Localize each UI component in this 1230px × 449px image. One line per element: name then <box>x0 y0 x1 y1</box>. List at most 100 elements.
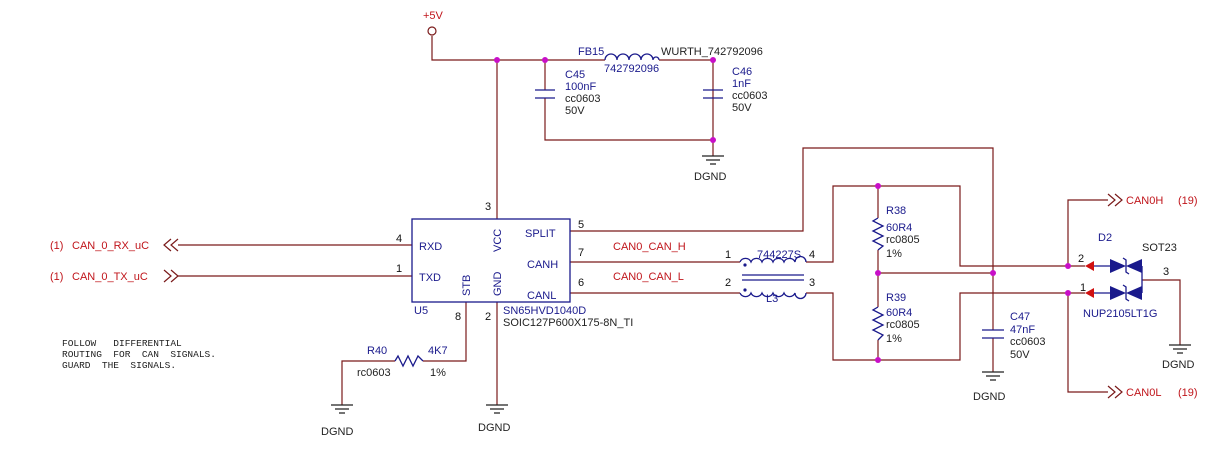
c45-ref: C45 <box>565 69 585 81</box>
u5-footprint: SOIC127P600X175-8N_TI <box>503 317 633 329</box>
junction-dot <box>875 357 881 363</box>
canl-bus-wire <box>806 292 1085 361</box>
r39-value: 60R4 <box>886 307 912 319</box>
u5-pin-rxd-name: RXD <box>419 241 442 253</box>
r40-value: 4K7 <box>428 345 448 357</box>
ground-label: DGND <box>321 426 353 438</box>
d2-ref: D2 <box>1098 232 1112 244</box>
l3-pin-3: 3 <box>809 277 815 289</box>
u5-pin-txd-num: 1 <box>396 263 402 275</box>
port-can0h: CAN0H (19) <box>1107 193 1198 207</box>
ic-u5: RXD TXD SPLIT CANH CANL VCC STB GND 4 1 … <box>396 201 633 329</box>
port-tx: (1) CAN_0_TX_uC <box>50 269 179 283</box>
resistor-r40: R40 4K7 rc0603 1% <box>357 345 448 379</box>
design-note: FOLLOW DIFFERENTIAL ROUTING FOR CAN SIGN… <box>62 338 216 371</box>
l3-ref: L3 <box>766 293 778 305</box>
resistor-r38: R38 60R4 rc0805 1% <box>871 205 920 260</box>
junction-dot <box>1065 263 1071 269</box>
u5-ref: U5 <box>414 305 428 317</box>
d2-gnd-wire <box>1142 279 1181 345</box>
port-can0l-sheet: (19) <box>1178 387 1198 399</box>
u5-pin-vcc-name: VCC <box>492 229 504 252</box>
r39-ref: R39 <box>886 292 906 304</box>
r40-tolerance: 1% <box>430 367 446 379</box>
junction-dot <box>875 270 881 276</box>
r40-package: rc0603 <box>357 367 391 379</box>
r39-tolerance: 1% <box>886 333 902 345</box>
junction-dot <box>542 57 548 63</box>
junctions <box>494 57 1071 363</box>
ground-symbol-u5: DGND <box>478 404 510 434</box>
note-line-1: FOLLOW DIFFERENTIAL <box>62 338 182 349</box>
junction-dot <box>990 270 996 276</box>
l3-pin-4: 4 <box>809 249 815 261</box>
canh-bus-wire <box>806 185 1085 267</box>
r38-value: 60R4 <box>886 222 912 234</box>
fb15-value: 742792096 <box>604 63 659 75</box>
u5-pin-gnd-num: 2 <box>485 311 491 323</box>
net-label-can-l: CAN0_CAN_L <box>613 271 684 283</box>
junction-dot <box>710 57 716 63</box>
port-can0l-name: CAN0L <box>1126 387 1161 399</box>
capacitor-c47: C47 47nF cc0603 50V <box>982 311 1045 361</box>
c47-ref: C47 <box>1010 311 1030 323</box>
ground-label: DGND <box>694 171 726 183</box>
l3-pin-2: 2 <box>725 277 731 289</box>
note-line-3: GUARD THE SIGNALS. <box>62 360 176 371</box>
note-line-2: ROUTING FOR CAN SIGNALS. <box>62 349 216 360</box>
resistor-r39: R39 60R4 rc0805 1% <box>871 292 920 345</box>
c47-package: cc0603 <box>1010 336 1045 348</box>
common-mode-choke-l3: 744227S L3 1 4 2 3 <box>725 249 815 305</box>
c47-voltage: 50V <box>1010 349 1030 361</box>
fb15-part: WURTH_742792096 <box>661 46 763 58</box>
d2-pin-1: 1 <box>1080 282 1086 294</box>
u5-pin-split-num: 5 <box>578 219 584 231</box>
split-wire <box>570 147 994 262</box>
u5-pin-canh-num: 7 <box>578 247 584 259</box>
ground-label: DGND <box>1162 359 1194 371</box>
u5-pin-vcc-num: 3 <box>485 201 491 213</box>
c45-bottom-wire <box>544 98 713 141</box>
ground-label: DGND <box>478 422 510 434</box>
ground-symbol-c47: DGND <box>973 371 1005 403</box>
port-can0l: CAN0L (19) <box>1107 385 1198 399</box>
junction-dot <box>710 137 716 143</box>
port-tx-name: CAN_0_TX_uC <box>72 271 148 283</box>
r38-package: rc0805 <box>886 234 920 246</box>
u5-pin-canh-name: CANH <box>527 259 558 271</box>
stb-wire <box>423 302 467 362</box>
capacitor-c46: C46 1nF cc0603 50V <box>703 66 767 114</box>
junction-dot <box>1065 290 1071 296</box>
d2-part: NUP2105LT1G <box>1083 308 1157 320</box>
vcc-filtered-wire <box>659 59 714 140</box>
u5-pin-stb-name: STB <box>461 275 473 296</box>
wires <box>178 36 1181 405</box>
port-rx: (1) CAN_0_RX_uC <box>50 238 179 252</box>
c46-value: 1nF <box>732 78 751 90</box>
l3-value: 744227S <box>757 249 801 261</box>
c47-value: 47nF <box>1010 324 1035 336</box>
r39-package: rc0805 <box>886 319 920 331</box>
u5-part: SN65HVD1040D <box>503 305 586 317</box>
u5-pin-canl-name: CANL <box>527 290 556 302</box>
junction-dot <box>494 57 500 63</box>
port-tx-sheet: (1) <box>50 271 63 283</box>
port-can0h-sheet: (19) <box>1178 195 1198 207</box>
u5-pin-gnd-name: GND <box>492 272 504 297</box>
c45-voltage: 50V <box>565 105 585 117</box>
c45-package: cc0603 <box>565 93 600 105</box>
c45-value: 100nF <box>565 81 596 93</box>
d2-package: SOT23 <box>1142 242 1177 254</box>
u5-pin-stb-num: 8 <box>455 311 461 323</box>
capacitor-c45: C45 100nF cc0603 50V <box>535 69 600 117</box>
can0h-port-wire <box>1067 199 1108 266</box>
ferrite-bead-fb15: FB15 WURTH_742792096 742792096 <box>578 46 763 75</box>
vcc-power-symbol: +5V <box>423 10 444 36</box>
port-rx-name: CAN_0_RX_uC <box>72 240 149 252</box>
u5-pin-txd-name: TXD <box>419 272 441 284</box>
port-can0h-name: CAN0H <box>1126 195 1163 207</box>
u5-pin-rxd-num: 4 <box>396 233 402 245</box>
u5-body <box>411 218 571 303</box>
r38-tolerance: 1% <box>886 248 902 260</box>
